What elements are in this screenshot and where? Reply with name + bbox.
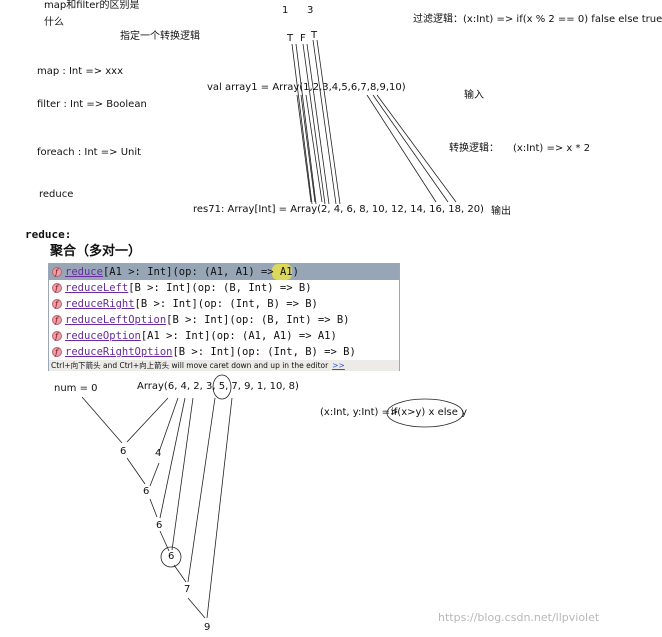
popup-footer: Ctrl+向下箭头 and Ctrl+向上箭头 will move caret … [49,360,399,371]
completion-name: reduceRight [65,298,135,310]
filter-logic: 过滤逻辑：(x:Int) => if(x % 2 == 0) false els… [413,14,662,25]
function-icon [52,265,62,281]
reduce-heading: reduce: [25,228,72,241]
link-t2-upper [312,39,337,205]
completion-item-reduceleft[interactable]: reduceLeft[B >: Int](op: (B, Int) => B) [49,280,399,297]
tf-f: F [300,33,306,44]
completion-signature: [B >: Int](op: (B, Int) => B) [128,282,312,294]
function-icon [52,297,62,313]
completion-name: reduceOption [65,330,141,342]
tree-node: 6 [120,446,127,457]
tree-6-to-6 [126,397,169,443]
map-signature: map : Int => xxx [37,66,124,77]
function-icon [52,313,62,329]
completion-name: reduceRightOption [65,346,173,358]
function-icon [52,281,62,297]
tree-node: 6 [156,520,163,531]
specify-logic-label: 指定一个转换逻辑 [120,31,200,42]
link-in-9 [366,94,437,203]
completion-signature: [A1 >: Int](op: (A1, A1) => A1) [102,266,299,278]
tree-9-line [206,397,233,619]
completion-item-reduceleftoption[interactable]: reduceLeftOption[B >: Int](op: (B, Int) … [49,312,399,329]
reduce-label: reduce [39,189,74,200]
link-in-2 [300,94,316,203]
link-in-3 [305,94,323,203]
res-output: res71: Array[Int] = Array(2, 4, 6, 8, 10… [193,204,484,215]
lambda-prefix: (x:Int, y:Int) => [320,407,399,418]
title-line2: 什么 [44,17,64,28]
transform-logic: (x:Int) => x * 2 [513,143,591,154]
completion-name: reduceLeft [65,282,129,294]
tree-4-line [158,397,179,453]
watermark: https://blog.csdn.net/llpviolet [438,611,600,624]
completion-name: reduceLeftOption [65,314,167,326]
aggregate-heading: 聚合（多对一） [50,244,142,259]
highlight-mark [272,264,292,280]
num-1: 1 [282,5,289,16]
tree-node: 6 [143,486,150,497]
link-in-10b [376,94,457,203]
tree-node: 7 [184,584,191,595]
completion-item-reduce[interactable]: reduce[A1 >: Int](op: (A1, A1) => A1) [49,264,399,281]
tree-num-to-6 [81,396,123,444]
link-in-1 [296,94,312,203]
tree-array: Array(6, 4, 2, 3, 5, 7, 9, 1, 10, 8) [137,381,299,392]
tree-7-line [187,397,216,583]
link-t1-upper [291,43,313,205]
tree-6-to-6b [126,457,146,485]
link-t2-lower [316,39,341,205]
tree-6d-to-7 [173,564,187,583]
lambda-body: if(x>y) x else y [391,407,467,418]
completion-signature: [B >: Int](op: (Int, B) => B) [134,298,318,310]
val-array: val array1 = Array(1,2,3,4,5,6,7,8,9,10) [207,82,406,93]
link-t1-lower [295,43,317,205]
completion-signature: [B >: Int](op: (Int, B) => B) [172,346,356,358]
filter-signature: filter : Int => Boolean [37,99,147,110]
tree-2-line [159,397,186,519]
completion-item-reduceoption[interactable]: reduceOption[A1 >: Int](op: (A1, A1) => … [49,328,399,345]
title-line1: map和filter的区别是 [44,0,140,11]
transform-logic-label: 转换逻辑： [449,143,499,154]
foreach-signature: foreach : Int => Unit [37,147,142,158]
completion-item-reduceright[interactable]: reduceRight[B >: Int](op: (Int, B) => B) [49,296,399,313]
completion-name: reduce [65,266,103,278]
tree-node: 9 [204,622,211,633]
completion-signature: [A1 >: Int](op: (A1, A1) => A1) [140,330,337,342]
link-f-upper [302,43,326,205]
function-icon [52,345,62,361]
tree-node: 6 [168,551,175,562]
link-in-10a [372,94,449,203]
autocomplete-popup: reduce[A1 >: Int](op: (A1, A1) => A1) re… [48,263,400,371]
tree-6-to-6c [149,498,158,518]
more-link[interactable]: >> [332,361,345,370]
tree-7-to-9 [187,597,206,619]
num-init: num = 0 [54,383,98,394]
tree-3-line [171,397,194,551]
tree-node: 4 [155,448,162,459]
completion-signature: [B >: Int](op: (B, Int) => B) [166,314,350,326]
output-label: 输出 [491,206,511,217]
popup-footer-hint: Ctrl+向下箭头 and Ctrl+向上箭头 will move caret … [51,361,329,370]
input-label: 输入 [464,90,484,101]
link-f-lower [306,43,330,205]
num-3: 3 [307,5,314,16]
tree-6c-to-6d [159,530,170,552]
tf-t1: T [287,33,294,44]
tree-4-to-6 [149,462,160,487]
completion-item-reducerightoption[interactable]: reduceRightOption[B >: Int](op: (Int, B)… [49,344,399,361]
tf-t2: T [311,30,318,41]
function-icon [52,329,62,345]
